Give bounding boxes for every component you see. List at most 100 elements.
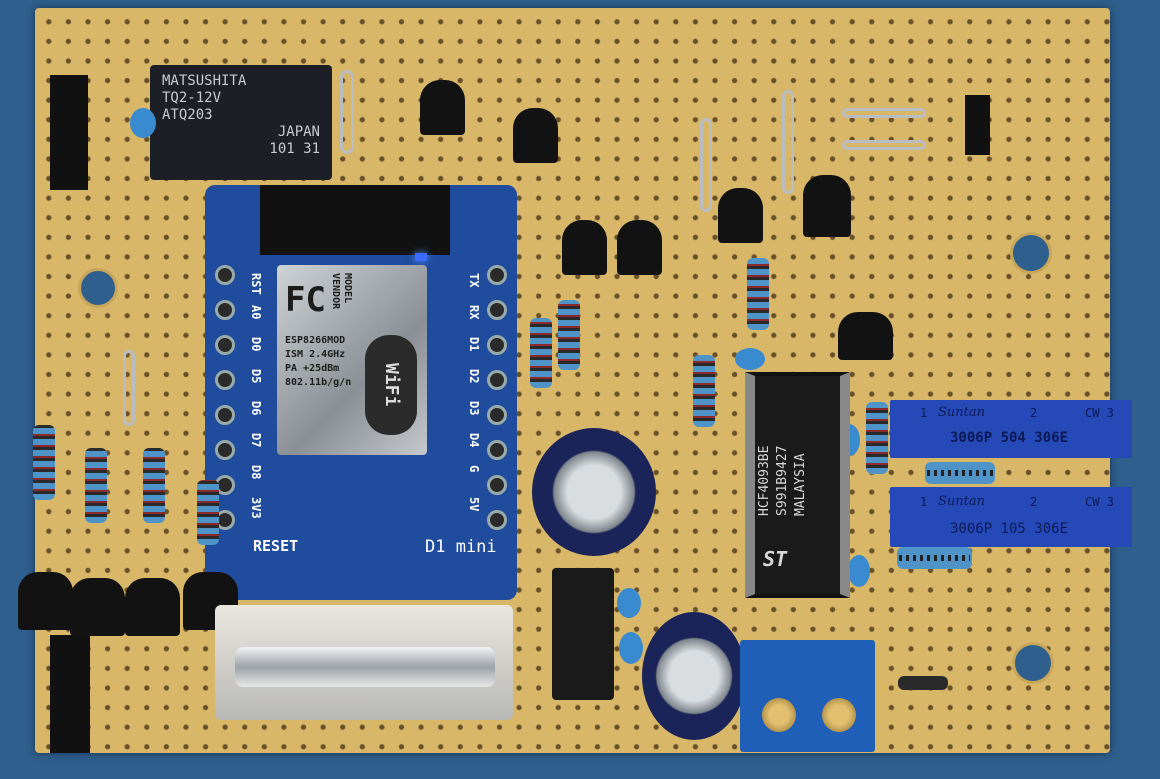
trimpot-code: 3006P 504 306E — [950, 430, 1069, 446]
trimpot-code: 3006P 105 306E — [950, 521, 1069, 537]
ic-hcf4093be: HCF4093BE S991B9427 MALAYSIA ST — [745, 372, 850, 598]
fcc-logo: FC — [285, 280, 326, 320]
relay-brand: MATSUSHITA — [162, 73, 247, 89]
resistor — [85, 448, 107, 523]
jumper-wire — [340, 70, 354, 154]
jumper-wire — [700, 118, 712, 212]
wemos-d1-mini-board: FC MODEL VENDOR ESP8266MOD ISM 2.4GHz PA… — [205, 185, 517, 600]
status-led — [415, 253, 427, 261]
module-chip: ESP8266MOD — [285, 335, 346, 346]
module-standard: 802.11b/g/n — [285, 377, 352, 388]
board-name: D1 mini — [425, 537, 497, 557]
pin-label-3v3: 3V3 — [249, 497, 263, 519]
ceramic-capacitor — [617, 588, 641, 618]
mounting-hole — [1010, 232, 1052, 274]
pin-label-d7: D7 — [249, 433, 263, 448]
left-pin-column — [215, 265, 235, 530]
resistor — [197, 480, 219, 545]
relay-origin: JAPAN — [277, 124, 320, 140]
relay-code: ATQ203 — [162, 107, 213, 123]
resistor — [143, 448, 165, 523]
transistor — [70, 578, 125, 636]
module-vendor-label: VENDOR — [330, 273, 341, 310]
ceramic-capacitor — [735, 348, 765, 370]
pin-label-d5: D5 — [249, 369, 263, 384]
pin-header-top-left — [50, 75, 88, 190]
pin-header-right — [965, 95, 990, 155]
jumper-wire — [842, 108, 926, 118]
trimpot-pin1: 1 — [920, 406, 928, 420]
transistor — [718, 188, 763, 243]
voltage-regulator — [552, 568, 614, 700]
glass-fuse — [235, 647, 495, 687]
pin-label-a0: A0 — [249, 305, 263, 320]
wire-link — [898, 676, 948, 690]
ic-lot-code: S991B9427 — [775, 445, 790, 516]
jumper-wire — [842, 140, 926, 150]
electrolytic-capacitor — [532, 428, 656, 556]
ic-part-number: HCF4093BE — [757, 445, 772, 516]
transistor — [617, 220, 662, 275]
jumper-wire — [123, 350, 135, 426]
screw-terminal-block — [740, 640, 875, 752]
relay-lot: 101 31 — [269, 141, 320, 157]
ceramic-capacitor — [130, 108, 156, 138]
transistor — [125, 578, 180, 636]
jumper-wire — [782, 90, 794, 194]
transistor — [513, 108, 558, 163]
transistor — [803, 175, 851, 237]
trimpot-pin3: CW 3 — [1085, 406, 1114, 420]
screw-icon — [762, 698, 796, 732]
ic-origin: MALAYSIA — [793, 453, 808, 516]
pin-label-d1: D1 — [467, 337, 481, 352]
trimpot-brand: Suntan — [938, 405, 985, 420]
esp8266-module-shield: FC MODEL VENDOR ESP8266MOD ISM 2.4GHz PA… — [277, 265, 427, 455]
mounting-hole — [1012, 642, 1054, 684]
electrolytic-capacitor — [642, 612, 746, 740]
trimpot-pin2: 2 — [1030, 495, 1038, 509]
pin-label-d4: D4 — [467, 433, 481, 448]
transistor — [562, 220, 607, 275]
trimpot-1m: 1 Suntan 2 CW 3 3006P 105 306E — [890, 487, 1132, 547]
screw-icon — [822, 698, 856, 732]
pin-label-tx: TX — [467, 273, 481, 288]
resistor — [530, 318, 552, 388]
trimpot-500k: 1 Suntan 2 CW 3 3006P 504 306E — [890, 400, 1132, 458]
wifi-antenna — [260, 185, 450, 255]
module-model-label: MODEL — [342, 273, 353, 304]
relay: MATSUSHITA TQ2-12V ATQ203 JAPAN 101 31 — [150, 65, 332, 180]
pin-label-rx: RX — [467, 305, 481, 320]
pin-label-d6: D6 — [249, 401, 263, 416]
pin-label-g: G — [467, 465, 481, 473]
wifi-logo: WiFi — [365, 335, 417, 435]
pin-label-d8: D8 — [249, 465, 263, 480]
transistor — [18, 572, 73, 630]
pin-label-d0: D0 — [249, 337, 263, 352]
pin-label-d2: D2 — [467, 369, 481, 384]
pin-label-d3: D3 — [467, 401, 481, 416]
mounting-hole — [78, 268, 118, 308]
resistor — [866, 402, 888, 474]
resistor — [693, 355, 715, 427]
module-pa: PA +25dBm — [285, 363, 340, 374]
trimpot-pin3: CW 3 — [1085, 495, 1114, 509]
pin-label-5v: 5V — [467, 497, 481, 512]
relay-model: TQ2-12V — [162, 90, 222, 106]
right-pin-column — [487, 265, 507, 530]
resistor — [897, 547, 972, 569]
resistor — [925, 462, 995, 484]
ceramic-capacitor — [619, 632, 643, 664]
trimpot-brand: Suntan — [938, 494, 985, 509]
module-ism: ISM 2.4GHz — [285, 349, 346, 360]
trimpot-pin1: 1 — [920, 495, 928, 509]
st-logo: ST — [763, 547, 788, 571]
resistor — [747, 258, 769, 330]
fuse-holder — [215, 605, 513, 720]
pin-label-rst: RST — [249, 273, 263, 295]
transistor — [838, 312, 893, 360]
reset-label: RESET — [253, 537, 299, 555]
trimpot-pin2: 2 — [1030, 406, 1038, 420]
resistor — [558, 300, 580, 370]
transistor — [420, 80, 465, 135]
ceramic-capacitor — [848, 555, 870, 587]
